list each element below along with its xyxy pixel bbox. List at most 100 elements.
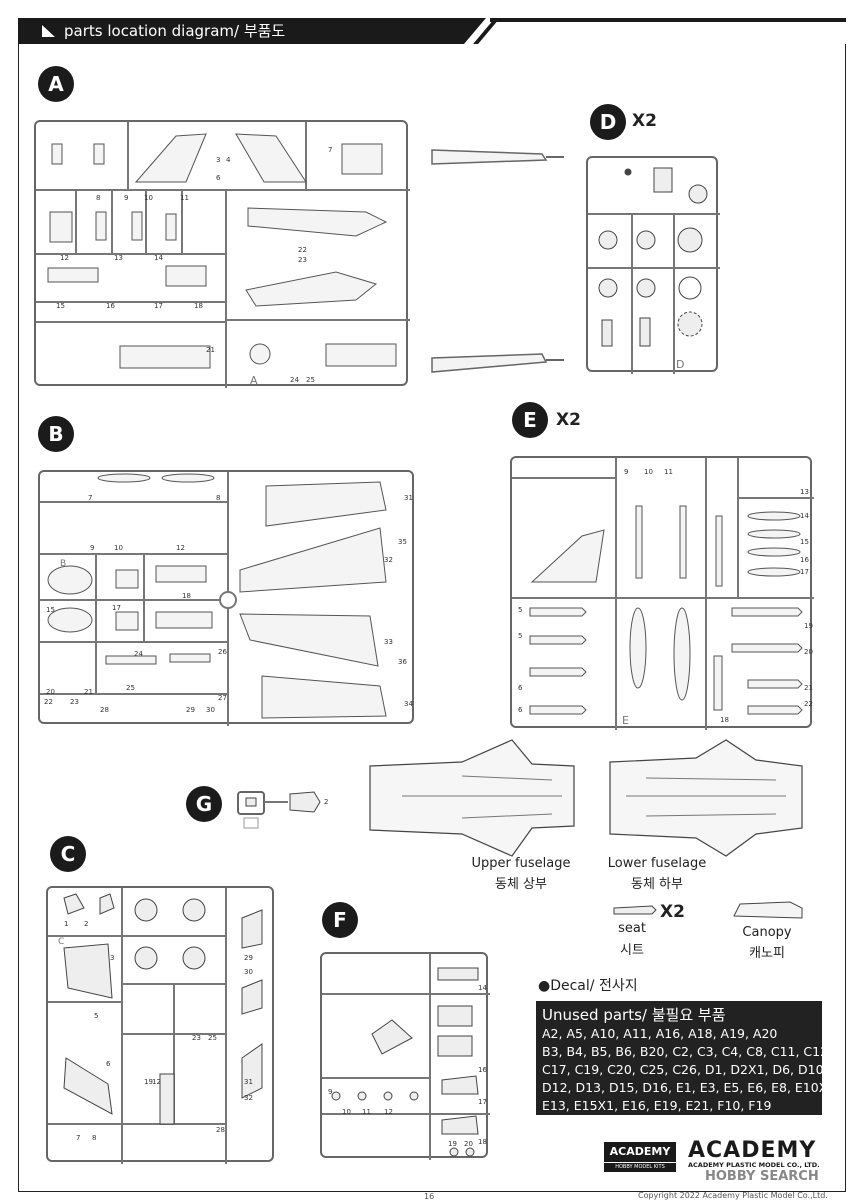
sprue-e-badge: E [512,402,548,438]
sprue-a-loose-parts [431,149,564,373]
svg-text:17: 17 [478,1098,487,1106]
svg-text:11: 11 [362,1108,371,1116]
canopy-drawing [733,901,803,919]
svg-text:3: 3 [216,156,220,164]
svg-text:28: 28 [216,1126,225,1134]
lower-fuselage-label-en: Lower fuselage [607,856,707,871]
svg-text:6: 6 [518,706,523,714]
academy-corp-name: ACADEMY PLASTIC MODEL CO., LTD. [688,1161,820,1169]
svg-text:6: 6 [518,684,523,692]
unused-parts-line: A2, A5, A10, A11, A16, A18, A19, A20 [542,1026,778,1041]
academy-box-logo: ACADEMY [604,1142,676,1162]
svg-text:E: E [622,714,629,727]
svg-text:13: 13 [114,254,123,262]
svg-text:25: 25 [306,376,315,384]
svg-text:14: 14 [800,512,809,520]
svg-text:30: 30 [206,706,215,714]
sprue-g-badge: G [186,786,222,822]
svg-text:9: 9 [124,194,128,202]
svg-text:18: 18 [478,1138,487,1146]
svg-text:23: 23 [192,1034,201,1042]
sprue-g-parts: 2 [237,791,328,829]
svg-text:12: 12 [152,1078,161,1086]
sprue-a-badge: A [38,66,74,102]
svg-text:19: 19 [144,1078,153,1086]
svg-text:31: 31 [244,1078,253,1086]
svg-text:12: 12 [176,544,185,552]
svg-text:20: 20 [464,1140,473,1148]
svg-text:23: 23 [70,698,79,706]
section-header: parts location diagram/ 부품도 [18,18,464,44]
svg-text:14: 14 [478,984,487,992]
svg-text:11: 11 [180,194,189,202]
svg-text:22: 22 [298,246,307,254]
svg-text:24: 24 [134,650,143,658]
svg-text:7: 7 [88,494,92,502]
svg-text:21: 21 [206,346,215,354]
svg-text:9: 9 [624,468,628,476]
page-number: 16 [424,1192,435,1201]
svg-text:B: B [60,559,66,569]
svg-text:34: 34 [404,700,413,708]
svg-text:27: 27 [218,694,227,702]
sprue-b-badge: B [38,416,74,452]
seat-label-ko: 시트 [620,943,644,958]
svg-text:12: 12 [384,1108,393,1116]
copyright: Copyright 2022 Academy Plastic Model Co.… [638,1191,828,1200]
svg-text:25: 25 [126,684,135,692]
academy-wordmark: ACADEMY [688,1138,817,1163]
svg-text:14: 14 [154,254,163,262]
svg-text:13: 13 [800,488,809,496]
svg-text:6: 6 [216,174,221,182]
unused-parts-line: C17, C19, C20, C25, C26, D1, D2X1, D6, D… [542,1062,824,1077]
sprue-d-multiplier: X2 [632,111,657,131]
svg-text:5: 5 [518,632,522,640]
svg-text:31: 31 [404,494,413,502]
svg-text:19: 19 [804,622,813,630]
svg-text:3: 3 [110,954,114,962]
svg-text:29: 29 [186,706,195,714]
unused-parts-line: B3, B4, B5, B6, B20, C2, C3, C4, C8, C11… [542,1044,829,1059]
upper-fuselage-drawing [369,739,575,857]
svg-text:21: 21 [804,684,813,692]
svg-text:10: 10 [144,194,153,202]
svg-text:25: 25 [208,1034,217,1042]
svg-text:20: 20 [46,688,55,696]
seat-drawing [613,905,657,915]
svg-text:10: 10 [644,468,653,476]
sprue-f-badge: F [322,902,358,938]
svg-text:24: 24 [290,376,299,384]
svg-text:5: 5 [94,1012,98,1020]
svg-text:17: 17 [154,302,163,310]
svg-text:12: 12 [60,254,69,262]
unused-parts-line: E13, E15X1, E16, E19, E21, F10, F19 [542,1098,772,1113]
page-frame [18,44,846,1192]
svg-text:18: 18 [194,302,203,310]
upper-fuselage-label-ko: 동체 상부 [495,877,547,892]
lower-fuselage-label-ko: 동체 하부 [631,877,683,892]
unused-parts-title: Unused parts/ 불필요 부품 [542,1006,726,1024]
svg-text:22: 22 [44,698,53,706]
svg-text:8: 8 [92,1134,96,1142]
svg-text:15: 15 [56,302,65,310]
sprue-d-frame: D [586,156,720,374]
svg-text:7: 7 [76,1134,80,1142]
svg-text:17: 17 [112,604,121,612]
canopy-label-ko: 캐노피 [749,946,785,961]
svg-text:18: 18 [182,592,191,600]
svg-text:5: 5 [518,606,522,614]
svg-text:15: 15 [800,538,809,546]
svg-text:18: 18 [720,716,729,724]
svg-text:36: 36 [398,658,407,666]
svg-text:9: 9 [90,544,94,552]
svg-text:26: 26 [218,648,227,656]
svg-text:17: 17 [800,568,809,576]
svg-text:30: 30 [244,968,253,976]
